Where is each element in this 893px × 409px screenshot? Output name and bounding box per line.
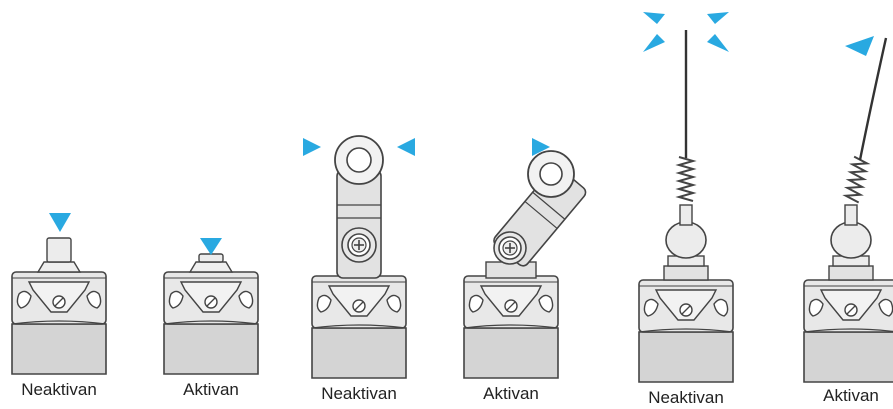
arrow-down-icon [49,213,71,232]
arrow-icon [707,34,729,52]
arrow-icon [643,34,665,52]
label-spring-inactive: Neaktivan [648,388,724,407]
switch-roller-lever-inactive [303,135,415,379]
switch-roller-lever-active [463,138,587,379]
label-plunger-inactive: Neaktivan [21,380,97,399]
arrow-icon [707,12,729,24]
switch-spring-rod-inactive [638,12,734,383]
arrow-down-icon [200,238,222,255]
label-roller-inactive: Neaktivan [321,384,397,403]
switch-plunger-inactive [11,213,107,375]
label-plunger-active: Aktivan [183,380,239,399]
label-roller-active: Aktivan [483,384,539,403]
switch-plunger-active [163,238,259,375]
arrow-right-icon [532,138,550,156]
arrow-icon [845,36,874,56]
label-spring-active: Aktivan [823,386,879,405]
arrow-left-icon [397,138,415,156]
arrow-icon [643,12,665,24]
arrow-right-icon [303,138,321,156]
switch-spring-rod-active [803,36,893,383]
